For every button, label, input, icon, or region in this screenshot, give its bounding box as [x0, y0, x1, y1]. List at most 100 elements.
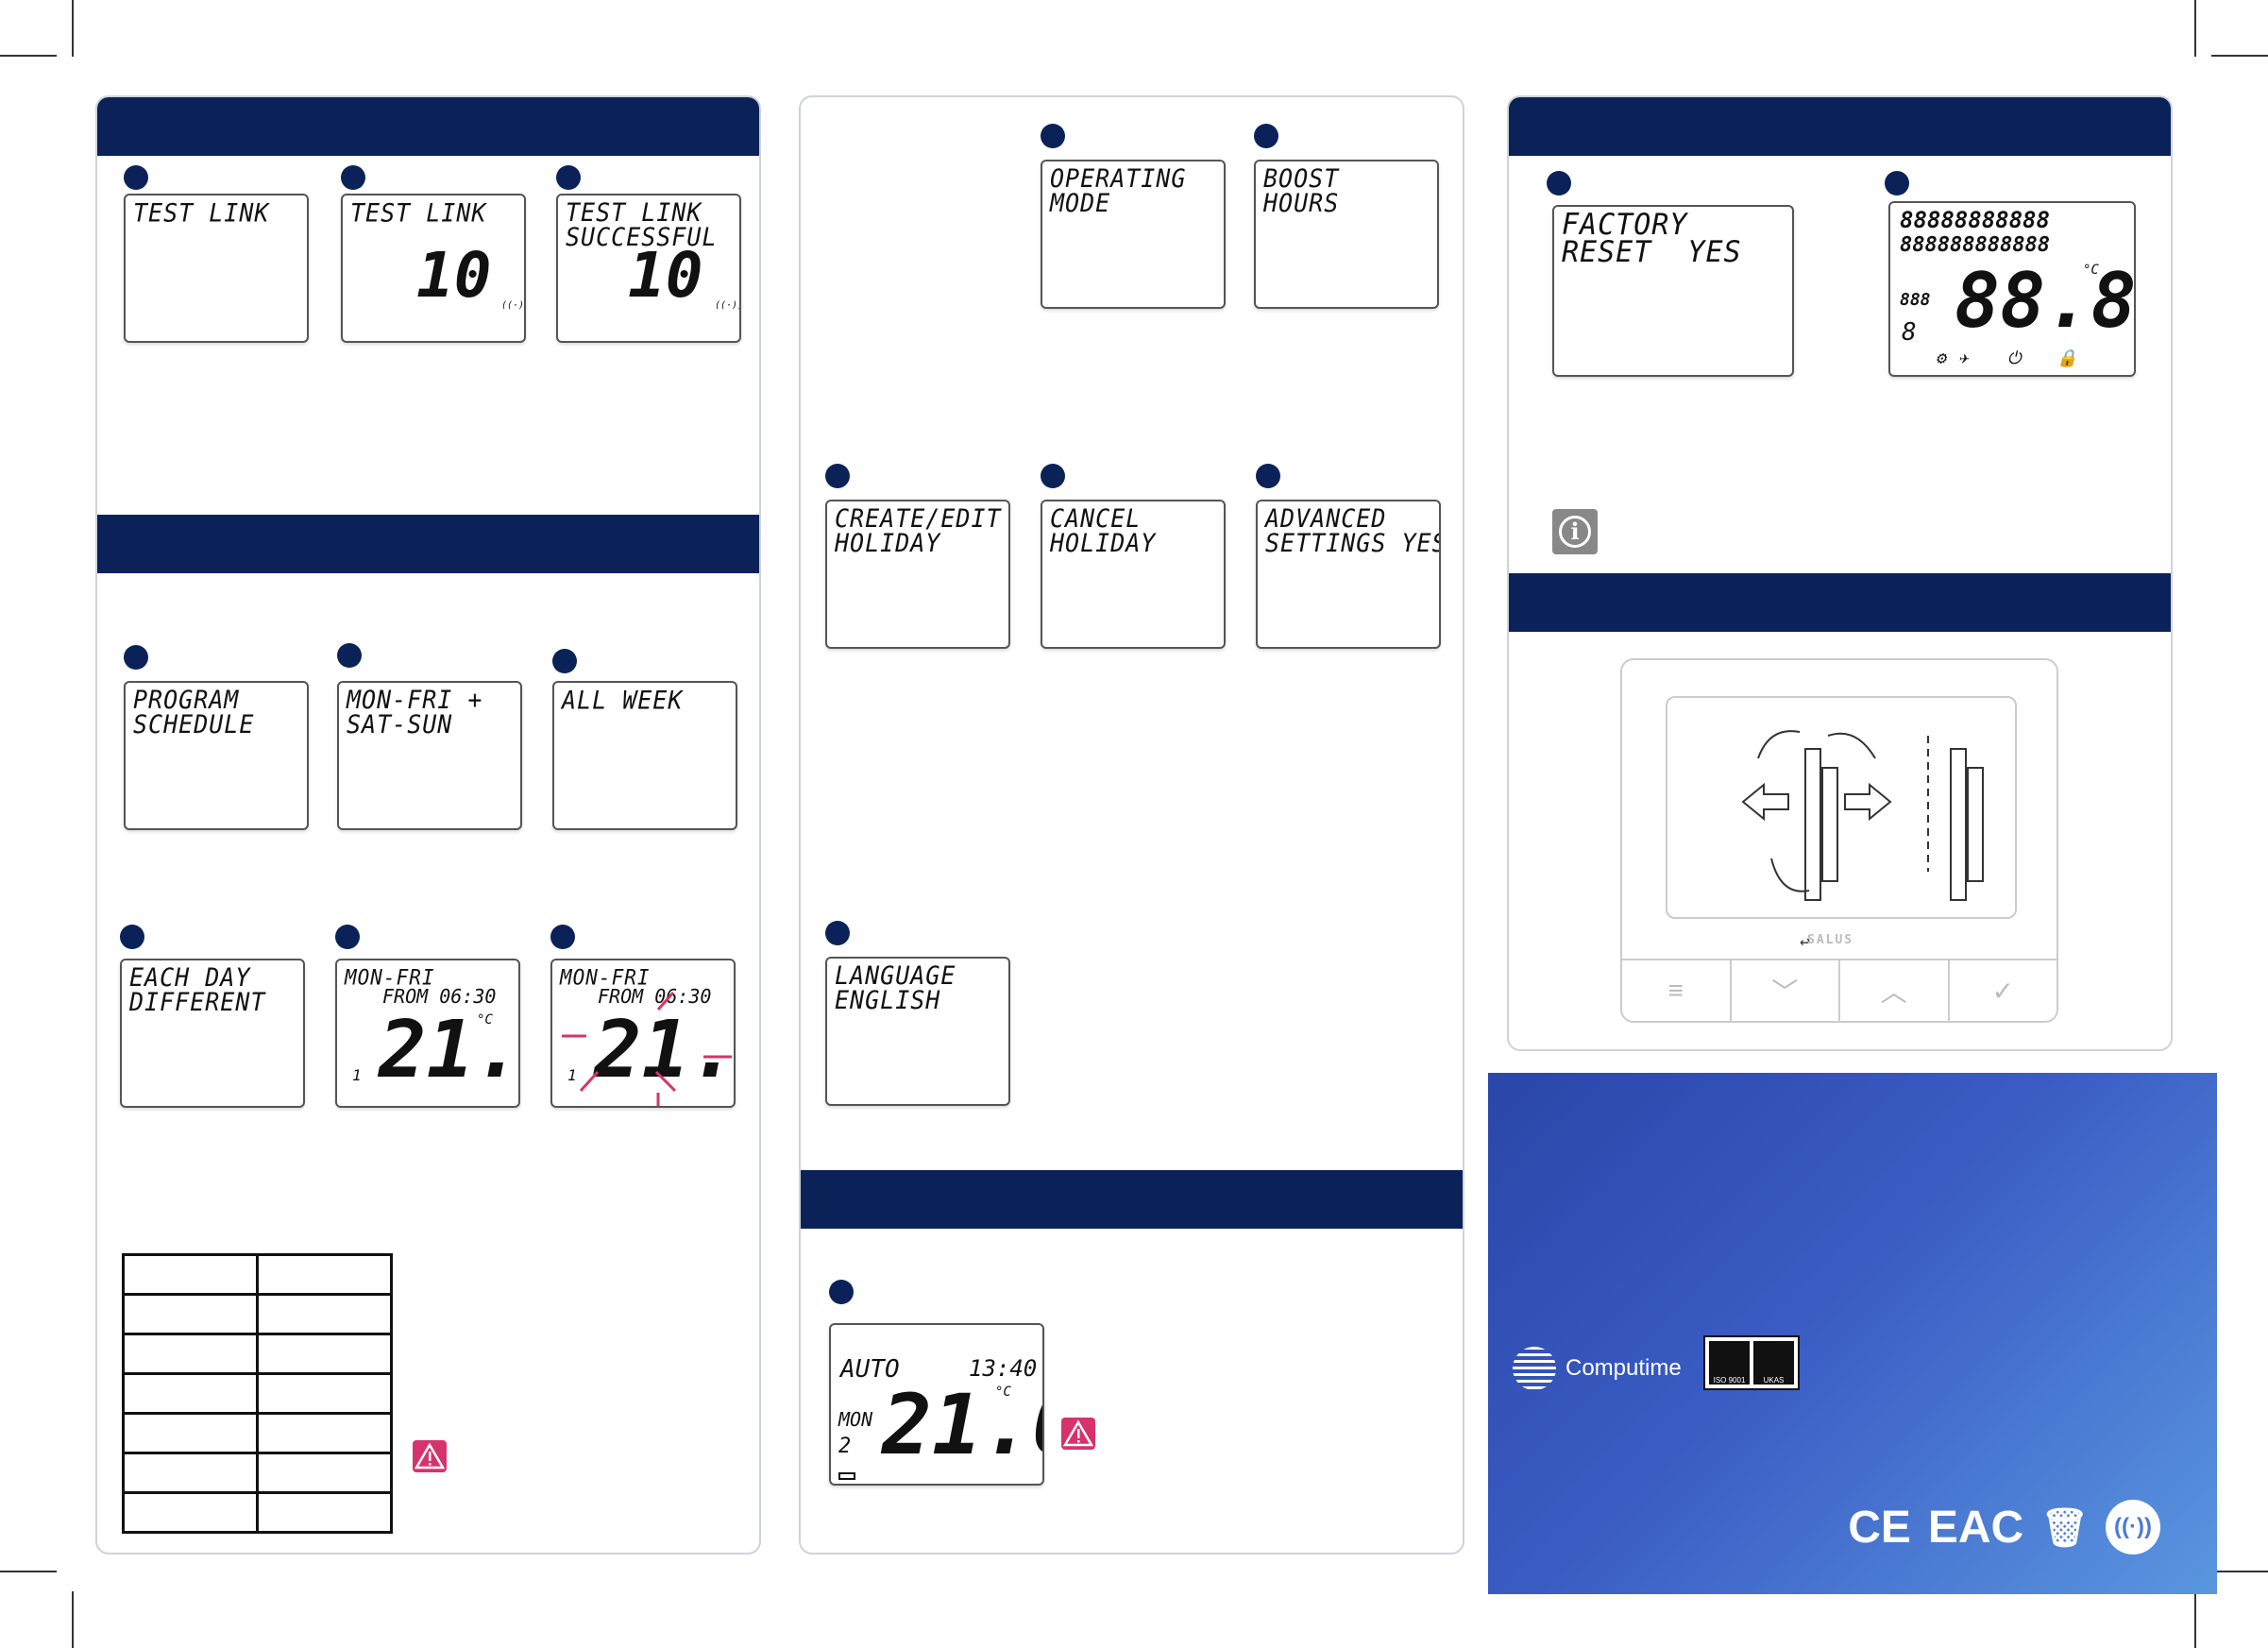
temperature: 21.0: [379, 1003, 520, 1096]
segment-row: 88888888888: [1900, 207, 2050, 233]
temp-unit: °C: [477, 1012, 493, 1028]
clock: 13:40: [969, 1355, 1038, 1382]
day-number: 2: [838, 1435, 852, 1458]
plane-icon: ✈: [1958, 348, 1969, 368]
section-header-bar: [1509, 573, 2171, 632]
step-marker: [1547, 171, 1571, 195]
power-icon: ⏻: [2007, 348, 2022, 368]
ukas-badge: UKAS: [1753, 1341, 1794, 1385]
lcd-text: PROGRAM SCHEDULE: [133, 685, 255, 739]
lcd-text: TEST LINK SUCCESSFUL: [566, 197, 718, 252]
from-time: FROM 06:30: [382, 985, 497, 1008]
certification-badges: ISO 9001 UKAS: [1703, 1335, 1800, 1390]
lcd-program-schedule: PROGRAM SCHEDULE: [124, 681, 309, 830]
check-icon: ✓: [1991, 976, 2014, 1006]
right-panel: FACTORY RESET YES 88888888888 8888888888…: [1507, 95, 2173, 1051]
lcd-each-day-different: EACH DAY DIFFERENT: [120, 959, 305, 1108]
middle-panel: OPERATING MODE BOOST HOURS CREATE/EDIT H…: [799, 95, 1464, 1555]
crop-mark: [2194, 0, 2196, 57]
step-marker: [337, 643, 362, 668]
computime-icon: [1513, 1347, 1556, 1390]
section-header-bar: [97, 97, 759, 156]
step-marker: [552, 649, 577, 673]
segment-big: 88.8: [1955, 257, 2136, 345]
step-marker: [335, 925, 360, 949]
lcd-test-link: TEST LINK: [124, 194, 309, 343]
iso-badge: ISO 9001: [1709, 1341, 1750, 1385]
lcd-schedule-temp: MON-FRI FROM 06:30 21.0 °C 1: [335, 959, 520, 1108]
crop-mark: [0, 55, 57, 57]
day-label: MON: [838, 1408, 873, 1431]
weee-bin-icon: 🗑: [2040, 1506, 2089, 1549]
lcd-factory-reset: FACTORY RESET YES: [1552, 205, 1794, 377]
lcd-text: BOOST HOURS: [1263, 163, 1340, 218]
confirm-button[interactable]: ✓: [1950, 960, 2057, 1021]
lcd-text: ADVANCED SETTINGS YES: [1265, 503, 1439, 558]
segment-row: 888888888888: [1900, 233, 2050, 257]
back-cover: Computime ISO 9001 UKAS CE EAC 🗑 ((·)): [1488, 1073, 2217, 1594]
down-button[interactable]: ﹀: [1732, 960, 1840, 1021]
lcd-boost-hours: BOOST HOURS: [1254, 160, 1439, 309]
chevron-down-icon: ﹀: [1771, 977, 1799, 1007]
lcd-all-segments: 88888888888 888888888888 °C 888 88.8 8 ⚙…: [1888, 201, 2136, 377]
lcd-cancel-holiday: CANCEL HOLIDAY: [1041, 500, 1226, 649]
lcd-home-screen: AUTO 13:40 MON 2 21.0 °C: [829, 1323, 1044, 1486]
wireless-icon: ((·)): [2106, 1500, 2160, 1555]
chevron-up-icon: ︿: [1880, 977, 1907, 1007]
lcd-text: CANCEL HOLIDAY: [1050, 503, 1157, 558]
temperature: 21.0: [594, 1003, 736, 1096]
step-marker: [825, 921, 850, 945]
crop-mark: [72, 1591, 74, 1648]
lcd-mon-fri-sat-sun: MON-FRI + SAT-SUN: [337, 681, 522, 830]
section-header-bar: [801, 1170, 1463, 1229]
device-screen: [1666, 696, 2017, 919]
up-button[interactable]: ︿: [1840, 960, 1950, 1021]
lcd-text: TEST LINK: [133, 198, 270, 228]
day-number: 1: [352, 1066, 362, 1084]
mode-label: AUTO: [840, 1355, 900, 1384]
lcd-advanced-settings: ADVANCED SETTINGS YES: [1256, 500, 1441, 649]
crop-mark: [0, 1571, 57, 1572]
eac-mark: EAC: [1927, 1502, 2024, 1553]
lcd-text: MON-FRI + SAT-SUN: [347, 685, 483, 739]
temp-unit: °C: [2083, 263, 2099, 278]
thermostat-device: ↩ SALUS ≡ ﹀ ︿ ✓: [1620, 658, 2058, 1023]
step-marker: [1885, 171, 1909, 195]
step-marker: [1041, 124, 1065, 148]
ce-mark: CE: [1848, 1502, 1911, 1553]
step-marker: [829, 1280, 854, 1304]
lcd-schedule-temp-flashing: MON-FRI FROM 06:30 21.0 1: [550, 959, 736, 1108]
menu-button[interactable]: ≡: [1622, 960, 1732, 1021]
step-marker: [124, 165, 148, 190]
computime-text: Computime: [1566, 1355, 1682, 1381]
step-marker: [1256, 464, 1280, 488]
section-header-bar: [97, 515, 759, 573]
step-marker: [341, 165, 365, 190]
step-marker: [124, 645, 148, 670]
crop-mark: [72, 0, 74, 57]
lcd-text: CREATE/EDIT HOLIDAY: [835, 503, 1002, 558]
step-marker: [1254, 124, 1278, 148]
section-header-bar: [1509, 97, 2171, 156]
warning-icon: [413, 1440, 447, 1472]
lock-icon: 🔒: [2056, 348, 2078, 368]
signal-icon: ((·)): [501, 300, 525, 311]
lcd-text: TEST LINK: [350, 198, 487, 228]
battery-icon: [838, 1472, 855, 1480]
crop-mark: [2211, 55, 2268, 57]
temp-unit: °C: [995, 1385, 1011, 1400]
step-marker: [120, 925, 144, 949]
menu-icon: ≡: [1667, 976, 1684, 1005]
compliance-marks: CE EAC 🗑 ((·)): [1848, 1500, 2160, 1555]
step-marker: [556, 165, 581, 190]
lcd-test-link-channel: TEST LINK 10 ((·)): [341, 194, 526, 343]
lcd-operating-mode: OPERATING MODE: [1041, 160, 1226, 309]
lcd-text: EACH DAY DIFFERENT: [129, 962, 266, 1017]
lcd-text: FACTORY RESET YES: [1562, 207, 1742, 270]
lcd-text: MON-FRI: [345, 965, 435, 990]
left-panel: TEST LINK TEST LINK 10 ((·)) TEST LINK S…: [95, 95, 761, 1555]
step-marker: [550, 925, 575, 949]
computime-logo: Computime: [1513, 1347, 1682, 1390]
brand-logo: SALUS: [1807, 933, 1854, 947]
channel-number: 10: [628, 239, 703, 312]
